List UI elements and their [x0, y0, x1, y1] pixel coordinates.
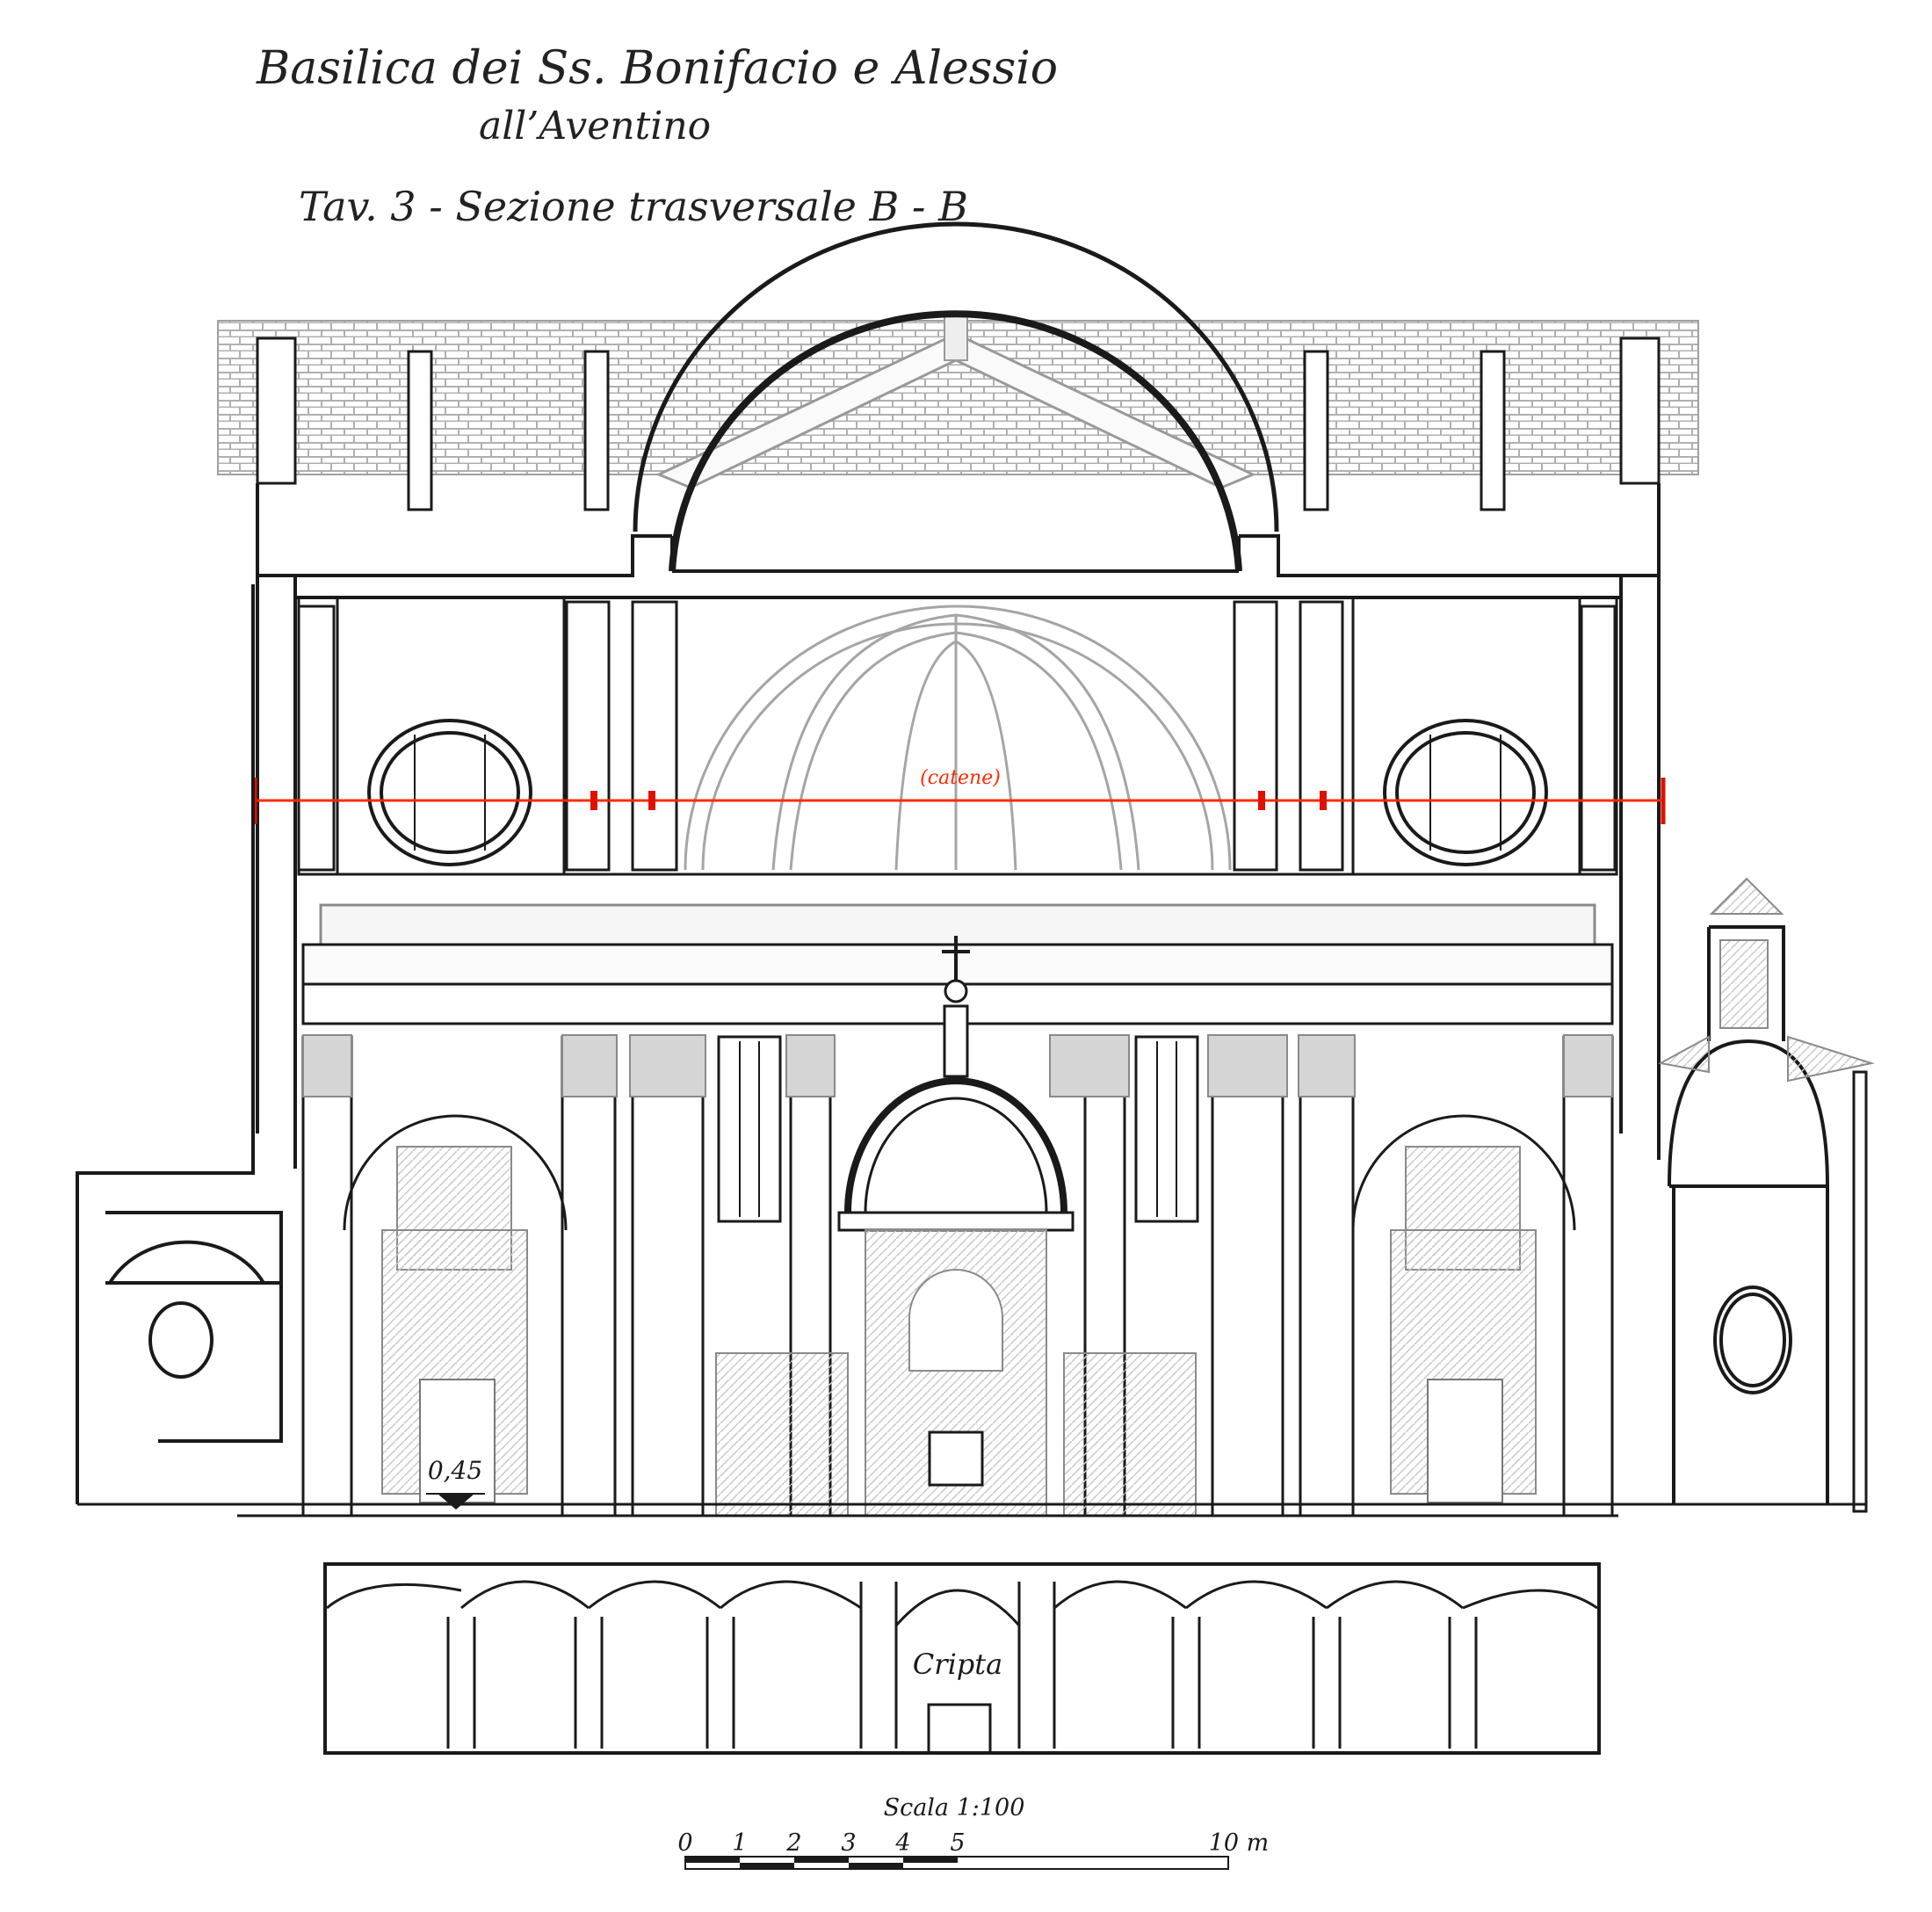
right-chapel: [1657, 877, 1875, 1513]
left-chapel: [76, 584, 283, 1504]
pilasters: [301, 1035, 1614, 1517]
chains-label: (catene): [920, 767, 1001, 789]
scale-tick-label: 0: [677, 1829, 692, 1857]
nave-windows: [717, 1035, 1199, 1223]
roof: [217, 315, 1699, 511]
scale-title: Scala 1:100: [884, 1794, 1025, 1821]
crypt: Cripta: [323, 1562, 1601, 1755]
side-arches: [343, 1114, 1576, 1503]
floor: [77, 1503, 1867, 1517]
level-label: 0,45: [428, 1456, 482, 1485]
crypt-label: Cripta: [913, 1648, 1002, 1681]
scale-bar: Scala 1:100 0 1 2 3 4 5 10 m: [677, 1794, 1270, 1870]
level-marker: 0,45: [426, 1456, 485, 1510]
scale-tick-label: 1: [732, 1829, 747, 1857]
corinthian-capitals: [302, 1034, 1613, 1097]
tie-chains: (catene): [252, 767, 1666, 824]
central-apse: [715, 936, 1197, 1517]
drawing-subtitle: all’Aventino: [479, 104, 712, 148]
scale-end-label: 10 m: [1209, 1829, 1270, 1857]
plate-title: Tav. 3 - Sezione trasversale B - B: [299, 183, 968, 230]
scale-tick-label: 3: [841, 1829, 856, 1857]
scale-tick-label: 4: [894, 1829, 910, 1857]
scale-tick-label: 5: [950, 1829, 965, 1857]
drawing-title: Basilica dei Ss. Bonifacio e Alessio: [257, 42, 1059, 95]
scale-tick-label: 2: [785, 1829, 801, 1857]
clerestory: [297, 596, 1618, 876]
